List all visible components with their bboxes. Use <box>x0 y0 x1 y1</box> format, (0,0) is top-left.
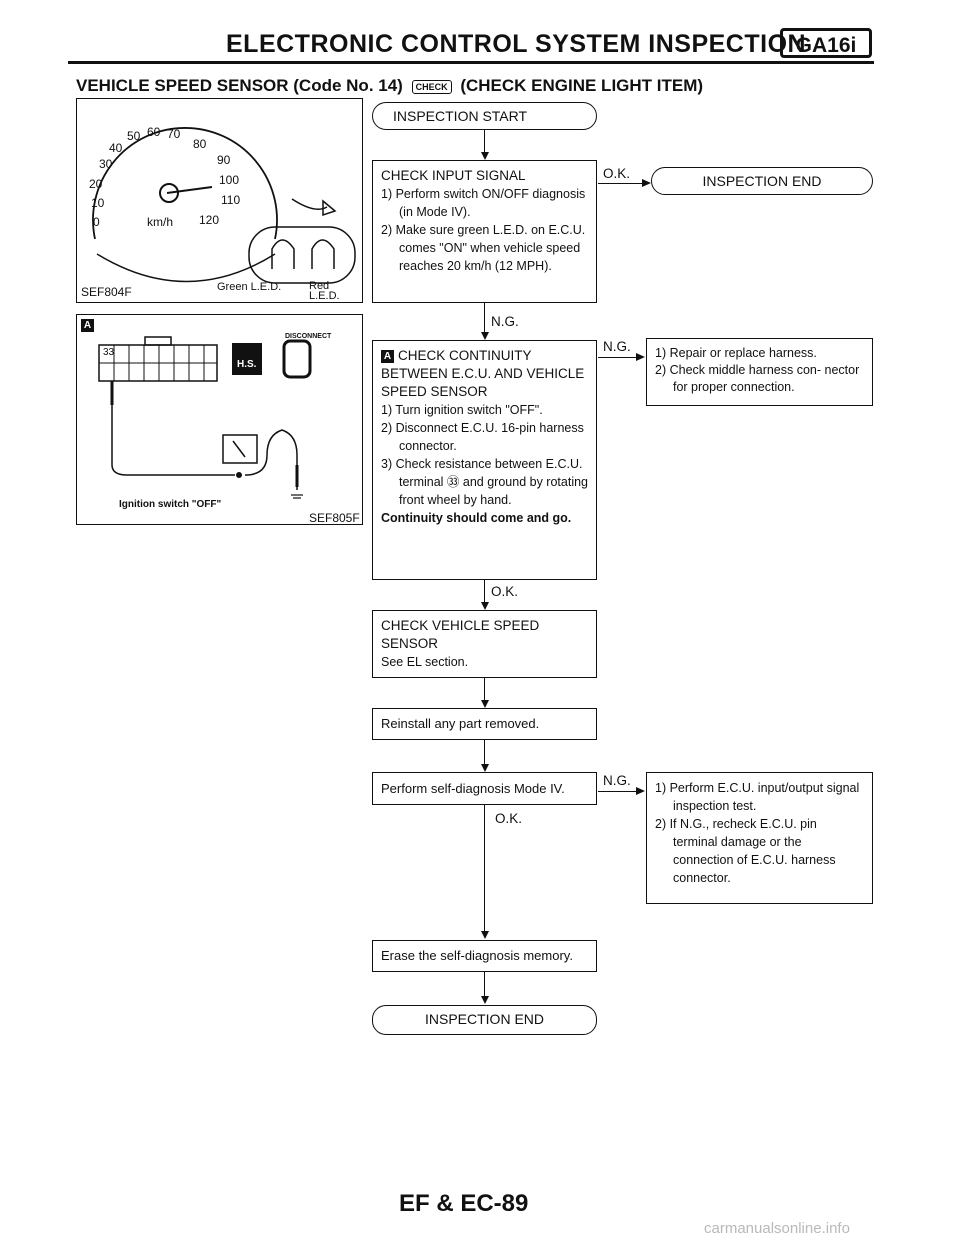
section-title-right: (CHECK ENGINE LIGHT ITEM) <box>460 76 704 95</box>
inspection-end-right: INSPECTION END <box>651 167 873 195</box>
self-diagnosis-box: Perform self-diagnosis Mode IV. <box>372 772 597 805</box>
step-item: 2) Disconnect E.C.U. 16-pin harness conn… <box>381 421 584 453</box>
gauge-tick-20: 20 <box>89 177 103 191</box>
step-marker: A <box>381 349 394 363</box>
step-item: 1) Perform E.C.U. input/output signal in… <box>655 781 860 813</box>
step-item: 2) If N.G., recheck E.C.U. pin terminal … <box>655 817 836 885</box>
step-title: Perform self-diagnosis Mode IV. <box>381 781 565 796</box>
speedometer-figure: 0 10 20 30 40 50 60 70 80 90 100 110 120… <box>76 98 363 303</box>
speedometer-illustration <box>92 127 356 284</box>
connector-arrow <box>636 353 645 361</box>
engine-code-badge: GA16i <box>780 28 872 58</box>
connector-line <box>484 303 485 334</box>
page-title: ELECTRONIC CONTROL SYSTEM INSPECTION <box>226 30 807 58</box>
step-title: Reinstall any part removed. <box>381 716 540 731</box>
red-led-label: Red L.E.D. <box>309 280 340 302</box>
gauge-tick-10: 10 <box>91 196 105 210</box>
ok-label: O.K. <box>603 166 631 181</box>
ng-label: N.G. <box>491 314 519 329</box>
erase-memory-box: Erase the self-diagnosis memory. <box>372 940 597 972</box>
ok-label: O.K. <box>495 811 523 826</box>
watermark: carmanualsonline.info <box>704 1220 850 1237</box>
step-title-text: CHECK CONTINUITY BETWEEN E.C.U. AND VEHI… <box>381 348 585 399</box>
gauge-tick-100: 100 <box>219 173 240 187</box>
step-title: CHECK VEHICLE SPEED SENSOR <box>381 618 540 651</box>
continuity-note: Continuity should come and go. <box>381 511 572 525</box>
gauge-tick-110: 110 <box>221 193 241 207</box>
connector-arrow <box>481 700 489 708</box>
gauge-unit: km/h <box>147 215 174 229</box>
connector-arrow <box>636 787 645 795</box>
step-item: 1) Repair or replace harness. <box>655 346 817 360</box>
disconnect-label: DISCONNECT <box>285 333 332 340</box>
connector-line <box>484 972 485 998</box>
ignition-label: Ignition switch "OFF" <box>119 499 222 510</box>
connector-line <box>484 580 485 604</box>
gauge-tick-70: 70 <box>167 127 181 141</box>
step-title: Erase the self-diagnosis memory. <box>381 948 573 963</box>
connector-arrow <box>481 332 489 340</box>
figure-code: SEF805F <box>309 511 360 525</box>
connector-arrow <box>481 152 489 160</box>
step-item: 2) Check middle harness con- nector for … <box>655 363 860 394</box>
gauge-tick-50: 50 <box>127 129 141 143</box>
step-title: CHECK INPUT SIGNAL <box>381 168 526 183</box>
step-items: 1) Perform switch ON/OFF diagnosis (in M… <box>381 185 588 275</box>
connector-line <box>484 805 485 933</box>
step-item: See EL section. <box>381 655 469 669</box>
step-item: 1) Perform switch ON/OFF diagnosis (in M… <box>381 187 586 219</box>
step-items: 1) Turn ignition switch "OFF". 2) Discon… <box>381 401 588 509</box>
section-title-left: VEHICLE SPEED SENSOR (Code No. 14) <box>76 76 403 95</box>
connector-line <box>484 678 485 702</box>
connector-arrow <box>481 931 489 939</box>
connector-pin-label: 33 <box>103 347 115 358</box>
connector-line <box>484 740 485 766</box>
connector-arrow <box>481 602 489 610</box>
connector-line <box>484 130 485 154</box>
gauge-tick-30: 30 <box>99 157 113 171</box>
page-number: EF & EC-89 <box>399 1190 529 1217</box>
gauge-tick-90: 90 <box>217 153 231 167</box>
inspection-start: INSPECTION START <box>372 102 597 130</box>
connector-line <box>598 357 638 358</box>
header-rule <box>68 61 874 64</box>
step-items: 1) Perform E.C.U. input/output signal in… <box>655 779 864 887</box>
hs-label: H.S. <box>237 359 257 370</box>
step-item: 3) Check resistance between E.C.U. termi… <box>381 457 588 507</box>
connector-illustration <box>98 336 312 499</box>
gauge-tick-120: 120 <box>199 213 220 227</box>
green-led-label: Green L.E.D. <box>217 281 282 293</box>
continuity-figure: A 33 DISCONNECT H.S. Ignition switch "OF… <box>76 314 363 525</box>
gauge-tick-80: 80 <box>193 137 207 151</box>
perform-inspection-box: 1) Perform E.C.U. input/output signal in… <box>646 772 873 904</box>
connector-arrow <box>642 179 651 187</box>
reinstall-box: Reinstall any part removed. <box>372 708 597 740</box>
check-sensor-box: CHECK VEHICLE SPEED SENSOR See EL sectio… <box>372 610 597 678</box>
step-item: 2) Make sure green L.E.D. on E.C.U. come… <box>381 223 586 273</box>
ok-label: O.K. <box>491 584 519 599</box>
figure-marker: A <box>81 319 94 332</box>
connector-line <box>598 183 644 184</box>
inspection-end-bottom: INSPECTION END <box>372 1005 597 1035</box>
gauge-tick-40: 40 <box>109 141 123 155</box>
connector-arrow <box>481 764 489 772</box>
gauge-tick-0: 0 <box>93 215 100 229</box>
ng-label: N.G. <box>603 773 631 788</box>
check-engine-icon: CHECK <box>411 79 452 94</box>
section-title: VEHICLE SPEED SENSOR (Code No. 14) CHECK… <box>76 76 703 96</box>
connector-arrow <box>481 996 489 1004</box>
connector-line <box>598 791 638 792</box>
check-input-signal-box: CHECK INPUT SIGNAL 1) Perform switch ON/… <box>372 160 597 303</box>
figure-code: SEF804F <box>81 285 132 299</box>
step-item: 1) Turn ignition switch "OFF". <box>381 403 543 417</box>
gauge-tick-60: 60 <box>147 125 161 139</box>
step-items: 1) Repair or replace harness. 2) Check m… <box>655 345 864 396</box>
ng-label: N.G. <box>603 339 631 354</box>
repair-box: 1) Repair or replace harness. 2) Check m… <box>646 338 873 406</box>
